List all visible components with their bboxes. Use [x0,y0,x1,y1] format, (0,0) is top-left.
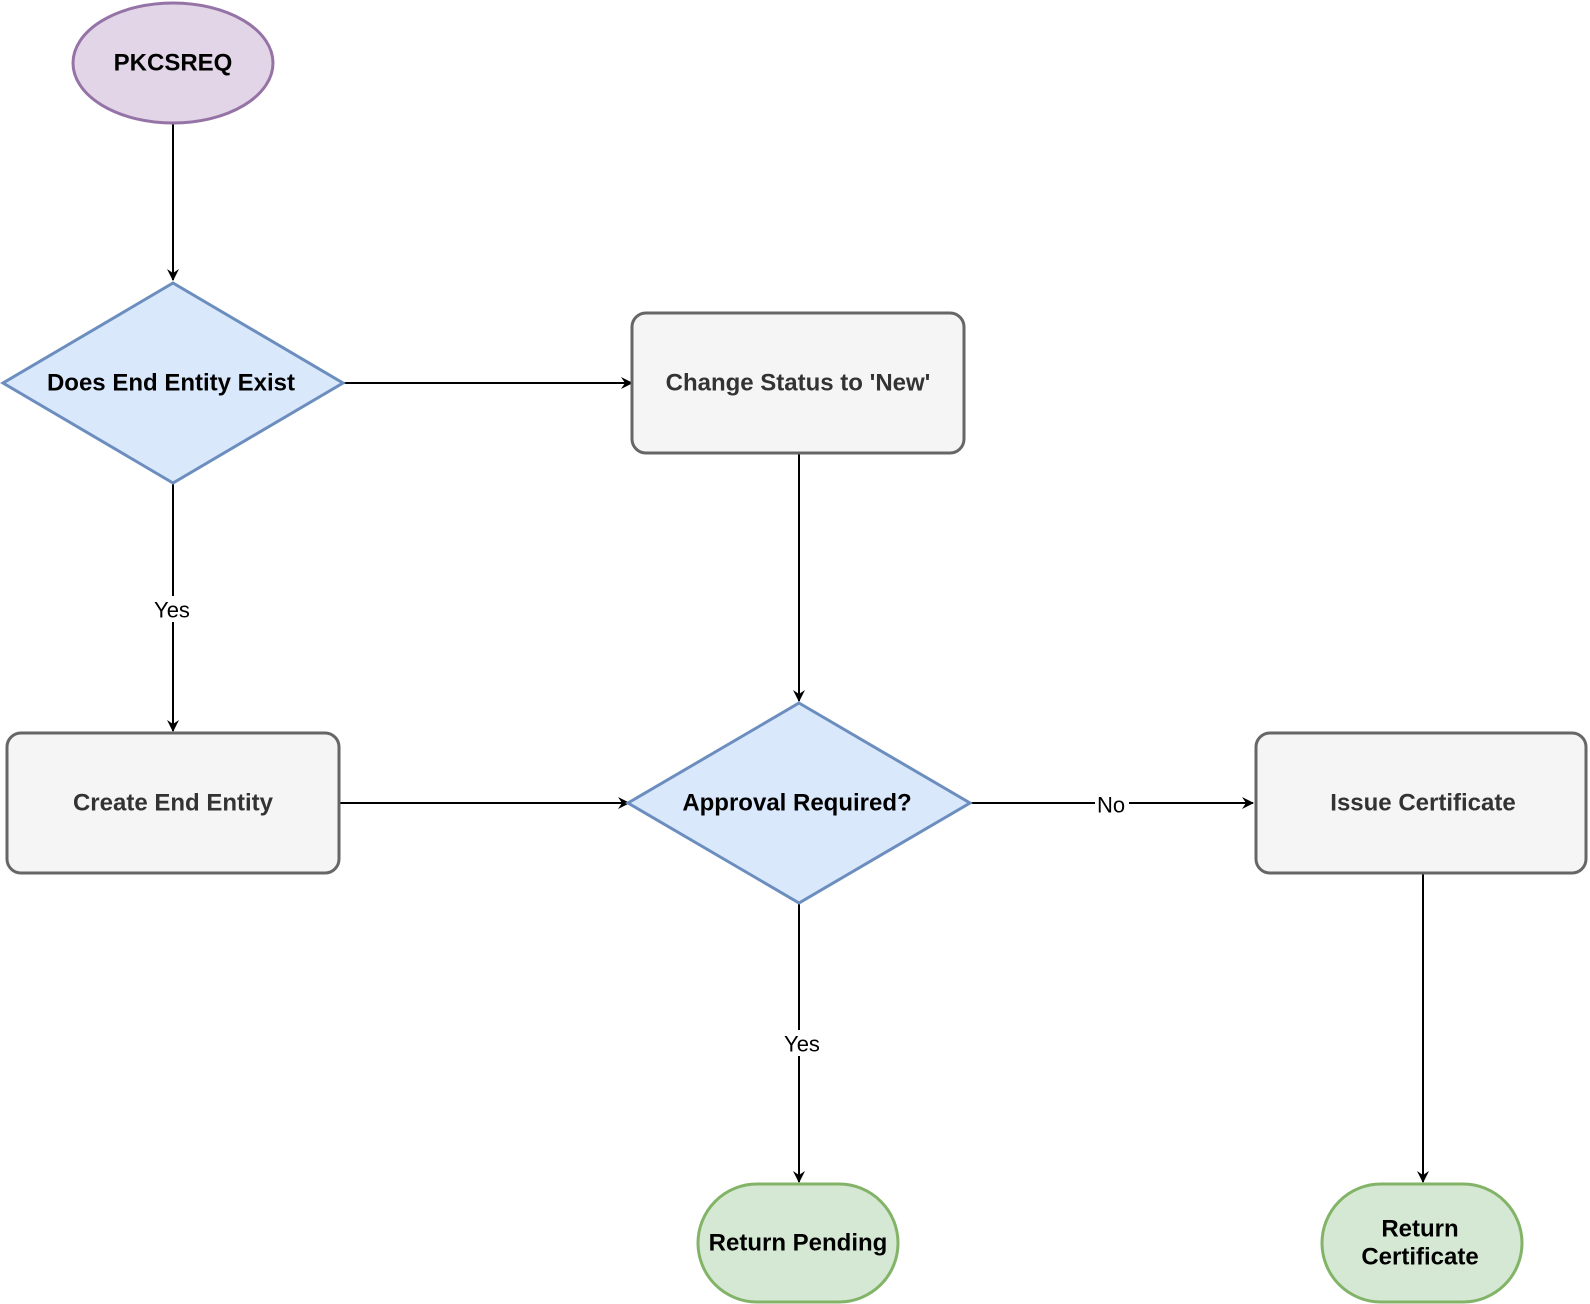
process-box [630,311,966,455]
node-pkcsreq-label: PKCSREQ [114,50,233,77]
edge-label-approval-yes: Yes [784,1032,820,1057]
decision-diamond [0,281,346,485]
edges-layer [167,124,1429,1183]
node-issue-certificate[interactable]: Issue Certificate [1254,731,1588,875]
node-change-status[interactable]: Change Status to 'New' [630,311,966,455]
edge-labels-layer: Yes No Yes [151,596,1129,1057]
node-change-status-label: Change Status to 'New' [666,370,931,397]
node-return-certificate[interactable]: Return Certificate [1320,1182,1524,1304]
node-return-pending[interactable]: Return Pending [696,1182,900,1304]
edge-label-approval-no: No [1097,793,1125,818]
node-pkcsreq[interactable]: PKCSREQ [71,1,275,125]
terminator-pill [1320,1182,1524,1304]
node-approval-required[interactable]: Approval Required? [625,701,973,905]
process-box [1254,731,1588,875]
node-return-certificate-label-line1: Return [1381,1216,1458,1243]
node-issue-certificate-label: Issue Certificate [1330,790,1515,817]
node-approval-required-label: Approval Required? [682,790,911,817]
node-does-end-entity-exist[interactable]: Does End Entity Exist [0,281,346,485]
start-ellipse [71,1,275,125]
node-create-end-entity-label: Create End Entity [73,790,274,817]
process-box [5,731,341,875]
node-create-end-entity[interactable]: Create End Entity [5,731,341,875]
node-return-certificate-label-line2: Certificate [1361,1244,1478,1271]
decision-diamond [625,701,973,905]
terminator-pill [696,1182,900,1304]
edge-label-exists-yes: Yes [154,598,190,623]
node-does-end-entity-exist-label: Does End Entity Exist [47,370,295,397]
node-return-pending-label: Return Pending [709,1230,888,1257]
